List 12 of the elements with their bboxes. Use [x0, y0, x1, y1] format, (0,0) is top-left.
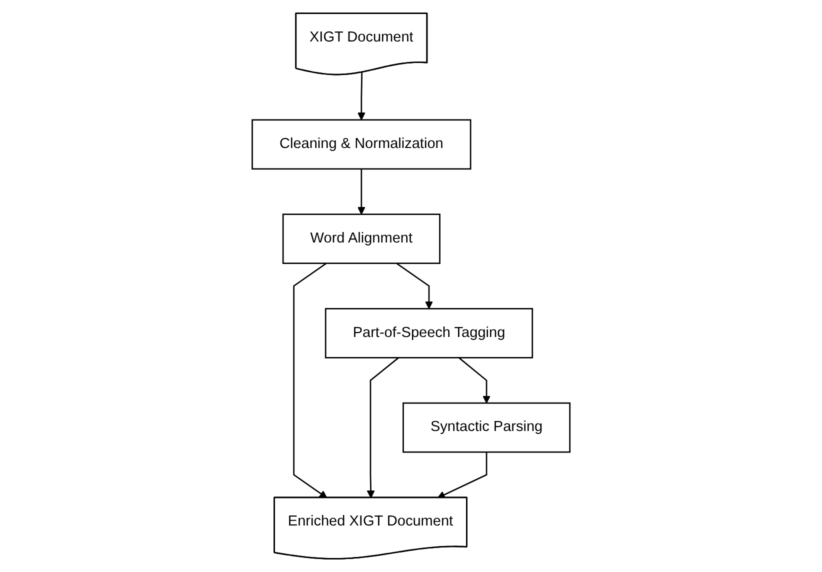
- arrow: [293, 262, 328, 498]
- node-box: [282, 214, 440, 264]
- arrow: [357, 72, 366, 120]
- node-box: [252, 119, 472, 170]
- node-box: [324, 308, 533, 358]
- arrow: [366, 357, 399, 498]
- arrow: [357, 168, 366, 215]
- arrow: [437, 452, 488, 498]
- flowchart-drawing: XIGT Document Cleaning & Normalization Word Alignment Part-of-Speech Tagging Syntactic Parsing Enriched XIGT Document: [244, 6, 578, 566]
- arrow: [396, 262, 433, 310]
- node-box: [402, 402, 570, 453]
- arrow: [458, 357, 490, 404]
